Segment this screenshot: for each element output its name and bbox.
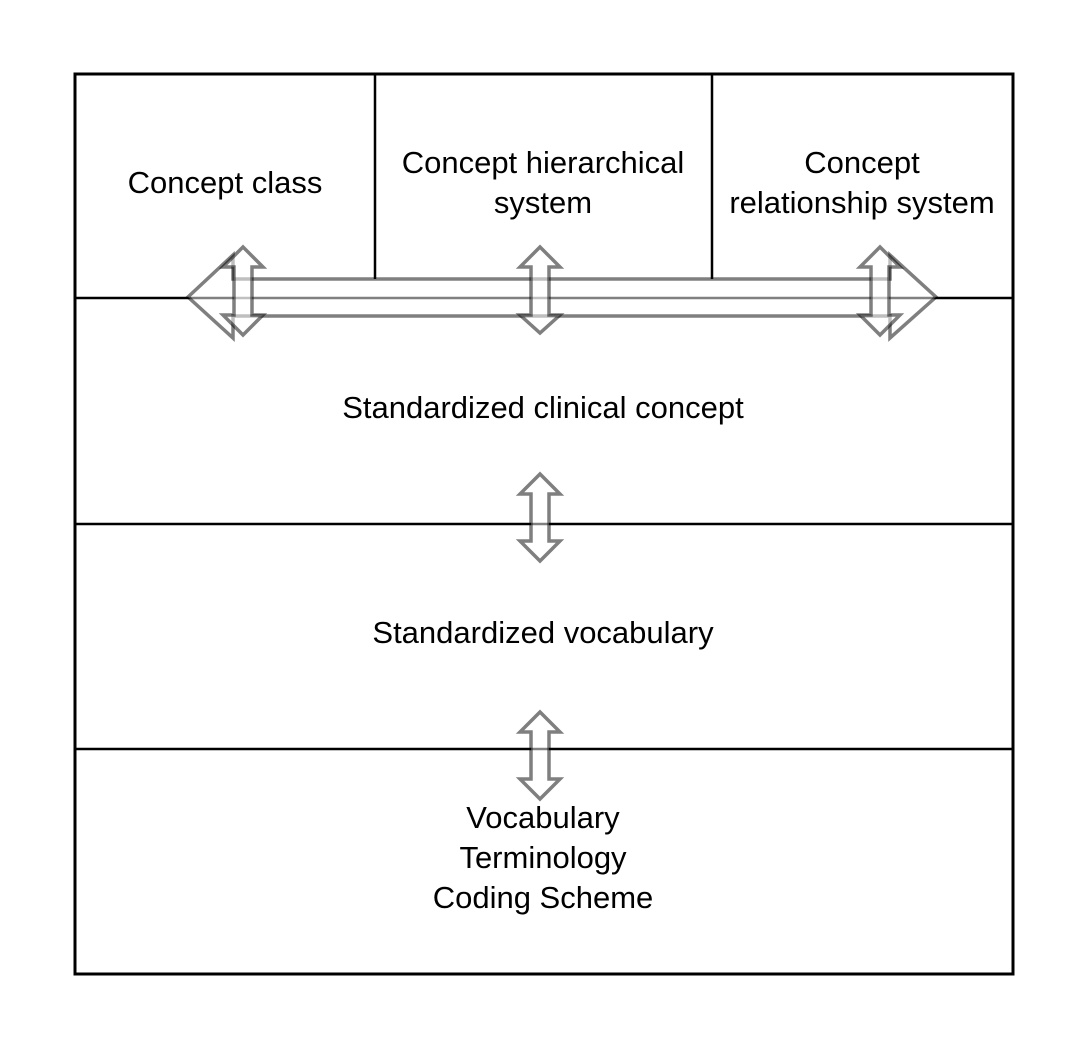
box-label-line-2: relationship system xyxy=(729,185,994,220)
vertical-double-arrow-icon-bottom xyxy=(515,709,565,802)
layer-vocabulary-terminology-coding: Vocabulary Terminology Coding Scheme xyxy=(433,800,654,915)
box-concept-class: Concept class xyxy=(128,165,323,200)
layer-label-line-1: Vocabulary xyxy=(466,800,620,835)
layer-label-line-2: Terminology xyxy=(459,840,627,875)
box-label: Concept class xyxy=(128,165,323,200)
layer-standardized-vocabulary: Standardized vocabulary xyxy=(372,615,714,650)
box-label-line-1: Concept xyxy=(804,145,920,180)
layer-standardized-clinical-concept: Standardized clinical concept xyxy=(342,390,744,425)
vertical-double-arrow-icon-right xyxy=(855,244,905,338)
vertical-double-arrow-icon-left xyxy=(218,244,268,338)
box-concept-hierarchical-system: Concept hierarchical system xyxy=(402,145,685,220)
box-concept-relationship-system: Concept relationship system xyxy=(729,145,994,220)
box-label-line-2: system xyxy=(494,185,592,220)
layer-label-line-3: Coding Scheme xyxy=(433,880,654,915)
box-label-line-1: Concept hierarchical xyxy=(402,145,685,180)
vertical-double-arrow-icon-center xyxy=(515,244,565,336)
vertical-double-arrow-icon-mid xyxy=(515,471,565,564)
